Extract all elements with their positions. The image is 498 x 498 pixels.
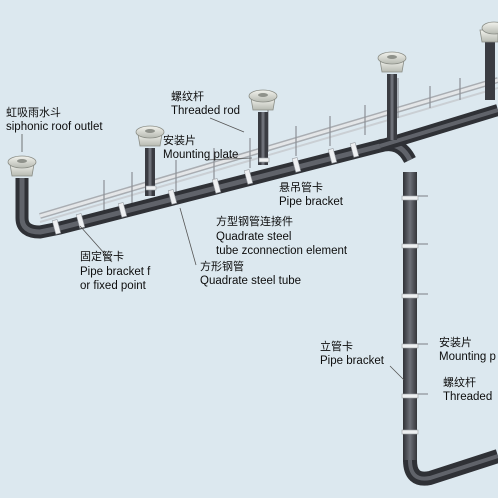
- label-pipe-bracket-top: 悬吊管卡 Pipe bracket: [279, 181, 343, 209]
- label-cn: 方型钢管连接件: [216, 215, 293, 228]
- quadrate-steel-tube: [39, 77, 498, 223]
- label-en-line1: Quadrate steel: [216, 230, 292, 243]
- label-cn: 方形钢管: [200, 260, 244, 273]
- label-en-line1: Pipe bracket f: [80, 265, 151, 278]
- label-cn: 螺纹杆: [171, 90, 204, 103]
- label-en: Pipe bracket: [320, 355, 384, 367]
- label-en: Mounting plate: [163, 149, 239, 161]
- horizontal-pipe: [15, 42, 498, 239]
- label-mounting-plate-right: 安装片 Mounting p: [439, 336, 496, 364]
- label-cn: 立管卡: [320, 340, 353, 353]
- label-cn: 悬吊管卡: [279, 181, 323, 194]
- label-en: Threaded rod: [171, 105, 241, 117]
- siphonic-roof-outlets: [7, 21, 498, 177]
- label-en: Threaded: [443, 391, 493, 403]
- label-connection-element: 方型钢管连接件 Quadrate steel tube zconnection …: [216, 215, 347, 259]
- label-cn: 安装片: [439, 336, 472, 349]
- label-cn: 固定管卡: [80, 250, 124, 263]
- label-en: Mounting p: [439, 351, 496, 363]
- label-cn: 安装片: [163, 134, 196, 147]
- label-en-line2: or fixed point: [80, 280, 146, 292]
- label-quadrate-steel-tube: 方形钢管 Quadrate steel tube: [200, 260, 301, 288]
- pipe-brackets: [51, 142, 419, 435]
- label-cn: 螺纹杆: [443, 376, 476, 389]
- label-mounting-plate-top: 安装片 Mounting plate: [163, 134, 238, 162]
- label-en-line2: tube zconnection element: [216, 245, 348, 257]
- label-pipe-bracket-vertical: 立管卡 Pipe bracket: [320, 340, 384, 368]
- leader-lines: [21, 117, 405, 381]
- label-en: Quadrate steel tube: [200, 275, 302, 287]
- label-fixed-point-bracket: 固定管卡 Pipe bracket f or fixed point: [80, 250, 150, 294]
- label-threaded-rod-right: 螺纹杆 Threaded: [443, 376, 492, 404]
- label-threaded-rod-top: 螺纹杆 Threaded rod: [171, 90, 240, 118]
- label-siphonic-roof-outlet: 虹吸雨水斗 siphonic roof outlet: [6, 106, 103, 134]
- label-en: siphonic roof outlet: [6, 121, 103, 133]
- label-en: Pipe bracket: [279, 196, 343, 208]
- label-cn: 虹吸雨水斗: [6, 106, 61, 119]
